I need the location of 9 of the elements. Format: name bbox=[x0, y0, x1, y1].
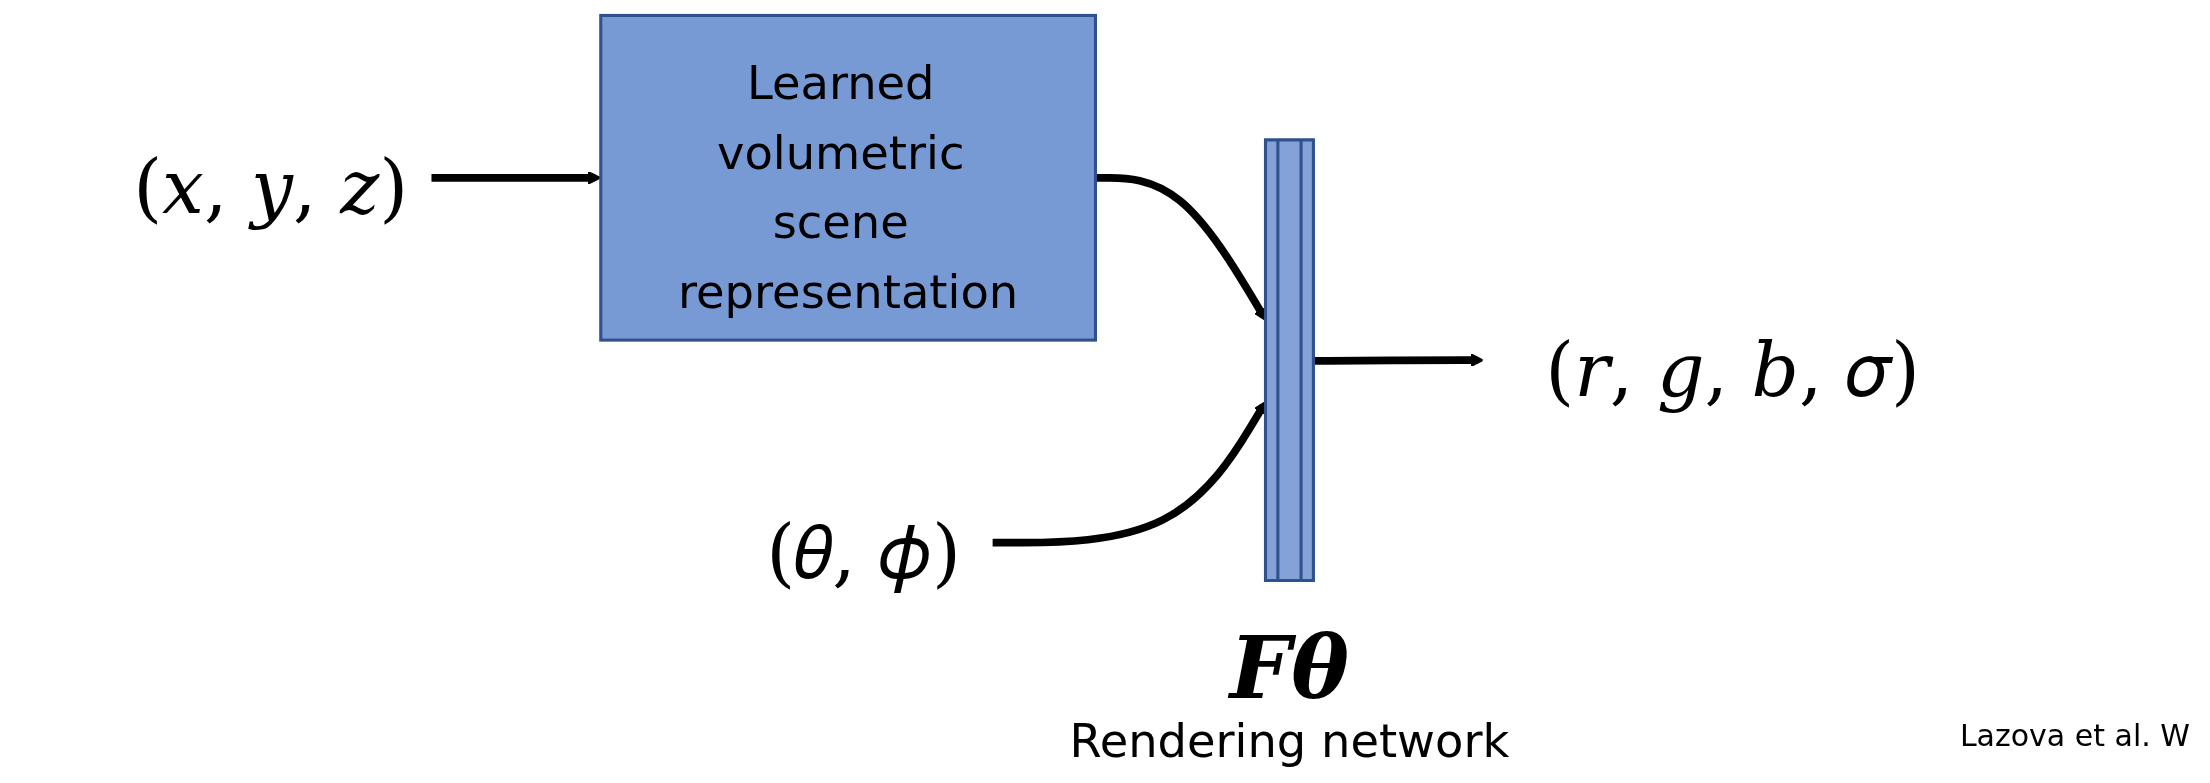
node-bar bbox=[1263, 138, 1315, 583]
node-box: Learned volumetric scene representation bbox=[599, 13, 1097, 342]
citation-text: Lazova et al. W bbox=[1959, 718, 2190, 753]
node-text: (𝑥, 𝑦, 𝑧) bbox=[133, 143, 409, 231]
node-text: (𝜃, 𝜙) bbox=[766, 508, 961, 596]
node-text: (𝑟, 𝑔, 𝑏, 𝜎) bbox=[1545, 326, 1921, 413]
arrow bbox=[1095, 173, 1267, 322]
arrow bbox=[991, 400, 1267, 547]
arrow bbox=[430, 171, 602, 185]
